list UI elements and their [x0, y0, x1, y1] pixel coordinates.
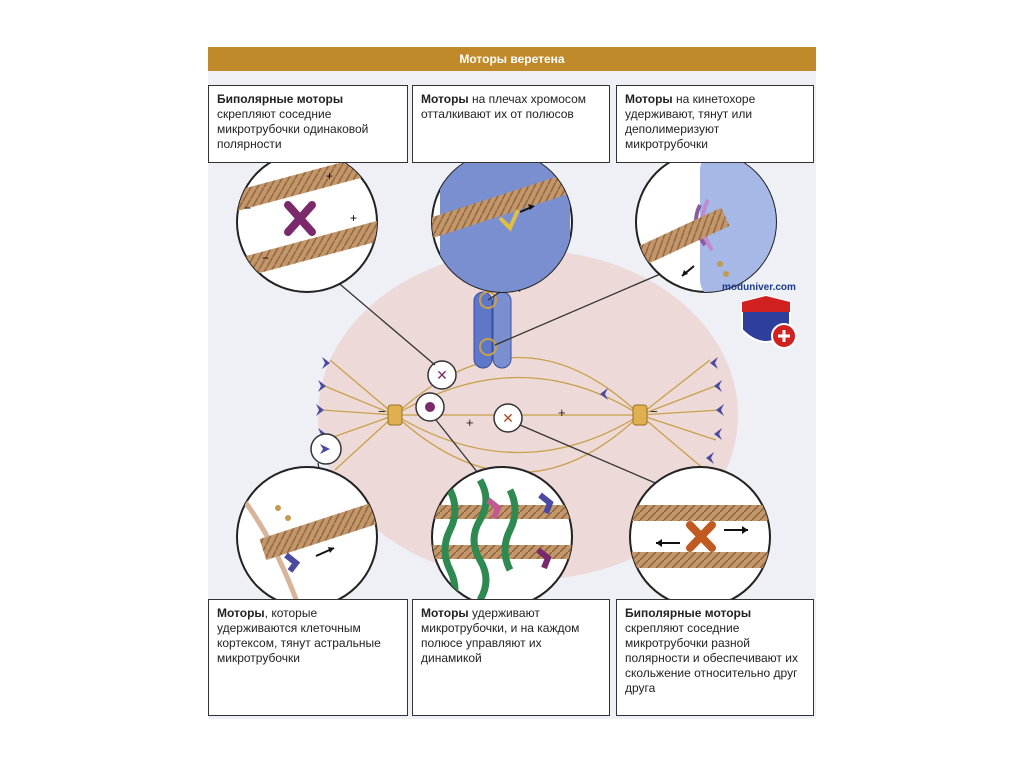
caption-top-right-text: на кинетохоре удерживают, тянут или депо…: [625, 92, 756, 151]
caption-top-middle-bold: Моторы: [421, 92, 469, 106]
zoom-circle-kinetochore: [635, 151, 777, 293]
highlight-bipolar-same: [427, 360, 457, 390]
caption-top-middle-text: на плечах хромосом отталкивают их от пол…: [421, 92, 586, 121]
cortex-motor-icon: [320, 444, 330, 454]
right-centrosome: [632, 404, 648, 426]
zoom-circle-pole-dynamics: [431, 466, 573, 608]
caption-bottom-middle-text: удерживают микротрубочки, и на каждом по…: [421, 606, 580, 665]
cortex-motors: [316, 357, 724, 464]
zoom1-minus-2: −: [262, 251, 269, 265]
caption-bottom-middle: Моторы удерживают микротрубочки, и на ка…: [412, 599, 610, 716]
caption-bottom-left: Моторы, которые удерживаются клеточным к…: [208, 599, 408, 716]
zoom-circle-sliding: [629, 466, 771, 608]
center-plus-sign: +: [558, 405, 566, 420]
left-pole-plus-sign: +: [466, 415, 474, 430]
pole-motor-icon: [425, 402, 435, 412]
right-pole-minus-sign: −: [650, 404, 658, 419]
caption-bottom-left-bold: Моторы: [217, 606, 265, 620]
caption-bottom-right-text: скрепляют соседние микротрубочки разной …: [625, 621, 798, 695]
zoom1-minus: −: [244, 201, 251, 215]
highlight-bipolar-opposite: [493, 403, 523, 433]
moduniver-logo: [741, 294, 797, 349]
caption-bottom-right-bold: Биполярные моторы: [625, 606, 752, 620]
sliding-motor-x-mark: ✕: [502, 410, 514, 426]
zoom-circle-bipolar-same: [236, 151, 378, 293]
caption-bottom-right: Биполярные моторы скрепляют соседние мик…: [616, 599, 814, 716]
left-centrosome: [387, 404, 403, 426]
figure-title: Моторы веретена: [208, 47, 816, 71]
zoom-circle-chromosome-arms: [431, 151, 573, 293]
caption-top-right: Моторы на кинетохоре удерживают, тянут и…: [616, 85, 814, 163]
watermark-text: moduniver.com: [722, 282, 796, 293]
caption-top-middle: Моторы на плечах хромосом отталкивают их…: [412, 85, 610, 163]
caption-bottom-left-text: , которые удерживаются клеточным кортекс…: [217, 606, 381, 665]
caption-top-left-text: скрепляют соседние микротрубочки одинако…: [217, 107, 369, 151]
chromosome: [473, 291, 512, 369]
zoom1-plus-2: +: [350, 211, 357, 225]
caption-top-left-bold: Биполярные моторы: [217, 92, 344, 106]
zoom1-plus: +: [326, 169, 333, 183]
caption-bottom-middle-bold: Моторы: [421, 606, 469, 620]
zoom-circle-cortex: [236, 466, 378, 608]
left-pole-minus-sign: −: [378, 404, 386, 419]
caption-top-left: Биполярные моторы скрепляют соседние мик…: [208, 85, 408, 163]
bipolar-motor-x-mark: ✕: [436, 367, 448, 383]
caption-top-right-bold: Моторы: [625, 92, 673, 106]
connector-lines: [317, 271, 666, 486]
